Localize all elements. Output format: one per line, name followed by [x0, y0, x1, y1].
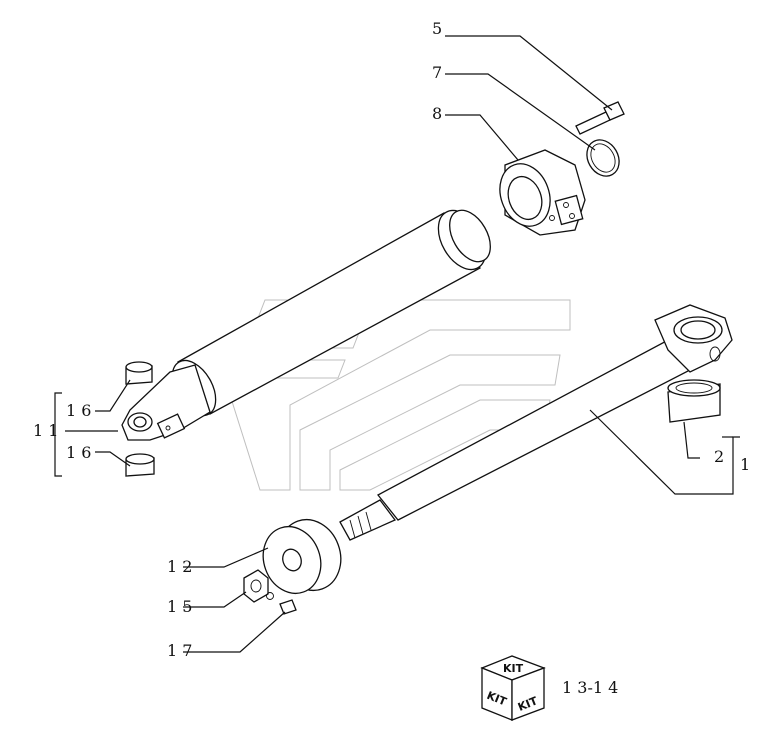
bushing-bottom — [125, 453, 155, 477]
kit-top-label: KIT — [503, 662, 524, 675]
callout-7: 7 — [432, 63, 442, 82]
bolt — [575, 101, 625, 135]
callout-5: 5 — [432, 19, 442, 38]
callout-labels: 5 7 8 1 6 1 6 1 1 2 1 1 2 1 5 1 7 — [33, 19, 750, 660]
piston — [262, 518, 342, 595]
piston-rod — [339, 304, 733, 541]
cylinder-barrel — [121, 209, 491, 441]
callout-15: 1 5 — [167, 597, 192, 616]
leader-lines — [54, 35, 740, 653]
rod-eye-bushing — [667, 379, 721, 423]
set-screw — [279, 599, 297, 615]
callout-16-top: 1 6 — [66, 401, 91, 420]
callout-1: 1 — [740, 455, 750, 474]
kit-code: 1 3-1 4 — [562, 678, 618, 697]
o-ring — [586, 139, 620, 177]
callout-8: 8 — [432, 104, 442, 123]
bushing-top — [125, 361, 153, 385]
callout-12: 1 2 — [167, 557, 192, 576]
cylinder-head — [499, 149, 586, 236]
callout-17: 1 7 — [167, 641, 192, 660]
kit-cube-icon: KIT KIT KIT — [480, 655, 546, 721]
callout-16-bottom: 1 6 — [66, 443, 91, 462]
callout-11: 1 1 — [33, 421, 58, 440]
callout-2: 2 — [714, 447, 724, 466]
